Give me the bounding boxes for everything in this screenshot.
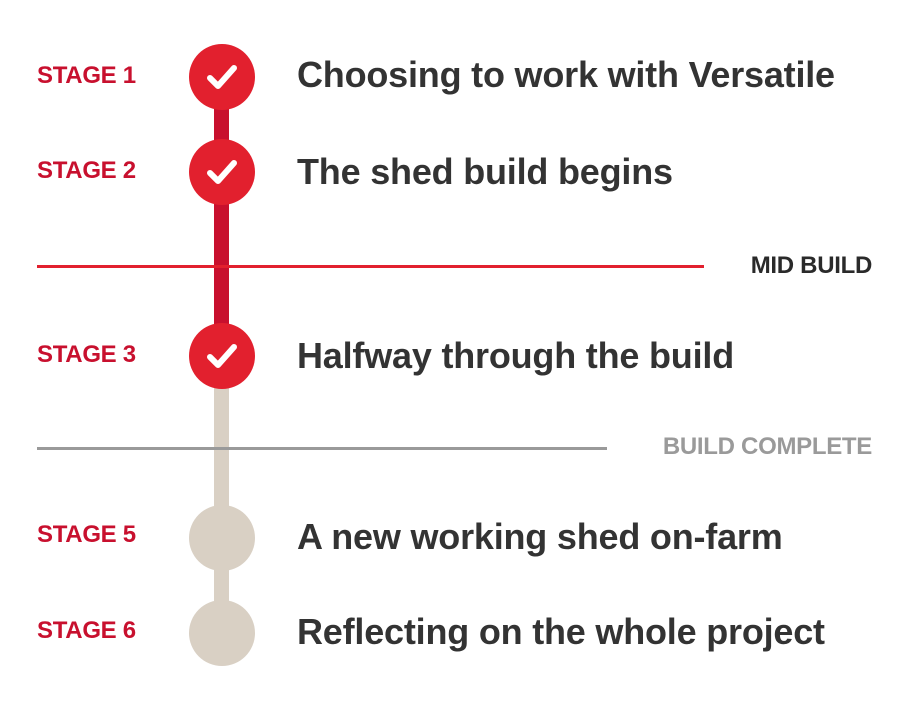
check-icon bbox=[207, 65, 237, 89]
check-icon bbox=[207, 344, 237, 368]
mid-build-divider bbox=[37, 265, 704, 268]
stage-6-title: Reflecting on the whole project bbox=[297, 611, 825, 652]
stage-2-label: STAGE 2 bbox=[37, 157, 136, 184]
build-complete-label: BUILD COMPLETE bbox=[662, 433, 872, 460]
stage-5-title: A new working shed on-farm bbox=[297, 516, 783, 557]
stage-3-label: STAGE 3 bbox=[37, 341, 136, 368]
stage-1-title: Choosing to work with Versatile bbox=[297, 54, 835, 95]
stage-3-node bbox=[189, 323, 255, 389]
stage-6-node bbox=[189, 600, 255, 666]
stage-1-label: STAGE 1 bbox=[37, 62, 136, 89]
check-icon bbox=[207, 160, 237, 184]
stage-5-node bbox=[189, 505, 255, 571]
timeline-track-completed bbox=[214, 76, 229, 358]
build-complete-divider bbox=[37, 447, 607, 450]
stage-2-node bbox=[189, 139, 255, 205]
stage-1-node bbox=[189, 44, 255, 110]
stage-6-label: STAGE 6 bbox=[37, 617, 136, 644]
timeline-track-pending bbox=[214, 358, 229, 636]
stage-5-label: STAGE 5 bbox=[37, 521, 136, 548]
stage-2-title: The shed build begins bbox=[297, 151, 673, 192]
stage-3-title: Halfway through the build bbox=[297, 335, 734, 376]
mid-build-label: MID BUILD bbox=[750, 252, 873, 279]
